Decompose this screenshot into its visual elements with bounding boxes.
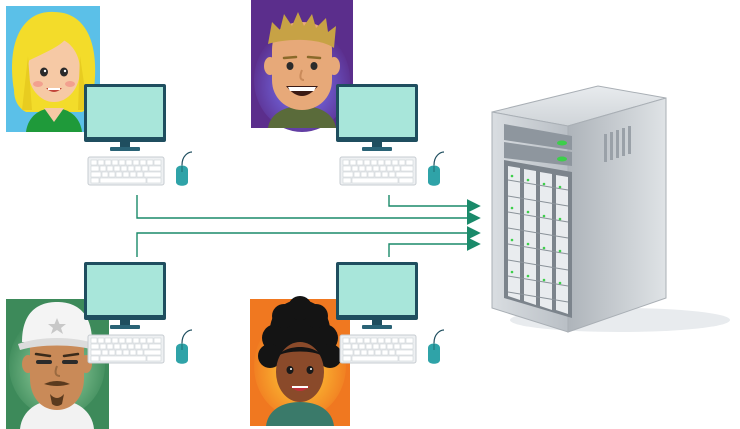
connector-bottom-left (136, 226, 481, 257)
white-cap-man-avatar (6, 299, 109, 429)
connector-top-left (136, 195, 481, 225)
connector-bottom-right (388, 237, 481, 257)
blond-boy-avatar (251, 0, 353, 132)
curly-hair-woman-avatar (250, 296, 350, 426)
connector-lines (136, 195, 481, 257)
workstation-bottom-left (83, 261, 193, 365)
server-tower-icon (491, 85, 730, 333)
connector-top-right (388, 195, 481, 213)
workstation-bottom-right (335, 261, 445, 365)
workstation-top-left (83, 83, 193, 187)
blonde-girl-avatar (6, 6, 100, 132)
workstation-top-right (335, 83, 445, 187)
